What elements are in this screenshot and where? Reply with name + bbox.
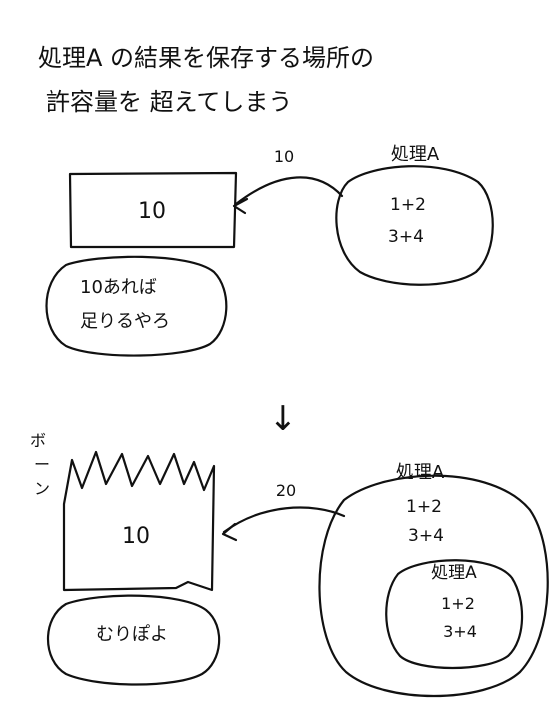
bottom-transfer-arrow (222, 506, 346, 534)
bottom-transfer-value: 20 (276, 481, 296, 500)
sound-effect-char-1: ボ (30, 431, 46, 450)
inner-process-blob (385, 559, 524, 670)
outer-process-label: 処理A (396, 462, 445, 483)
top-arrow-head (232, 197, 249, 215)
top-process-blob (335, 165, 494, 286)
inner-process-label: 処理A (431, 563, 477, 583)
bottom-arrow-head (221, 522, 238, 542)
bottom-speech-bubble (46, 594, 221, 686)
bottom-bubble-text: むりぽよ (96, 624, 168, 645)
top-bubble-line-1: 10あれば (80, 277, 157, 298)
top-storage-value: 10 (138, 199, 166, 224)
inner-process-line-2: 3+4 (443, 622, 477, 641)
top-process-line-2: 3+4 (388, 227, 424, 247)
outer-process-line-1: 1+2 (406, 497, 442, 517)
top-speech-bubble (45, 255, 228, 357)
top-bubble-line-2: 足りるやろ (80, 311, 170, 332)
sound-effect-char-3: ン (34, 479, 50, 498)
top-process-label: 処理A (391, 144, 440, 165)
inner-process-line-1: 1+2 (441, 594, 475, 613)
top-storage-box (68, 171, 238, 249)
sound-effect: ボ ー ン (30, 431, 55, 498)
outer-process-line-2: 3+4 (408, 526, 444, 546)
sound-effect-char-2: ー (34, 455, 50, 474)
bottom-storage-value: 10 (122, 524, 150, 549)
top-transfer-arrow (234, 176, 344, 206)
top-process-line-1: 1+2 (390, 195, 426, 215)
title-line-1: 処理A の結果を保存する場所の (38, 44, 374, 72)
transition-down-arrow: ↓ (269, 399, 298, 439)
bottom-storage-box (62, 450, 216, 592)
outer-process-blob (318, 474, 549, 697)
top-transfer-value: 10 (274, 147, 294, 166)
title-line-2: 許容量を 超えてしまう (46, 88, 292, 116)
